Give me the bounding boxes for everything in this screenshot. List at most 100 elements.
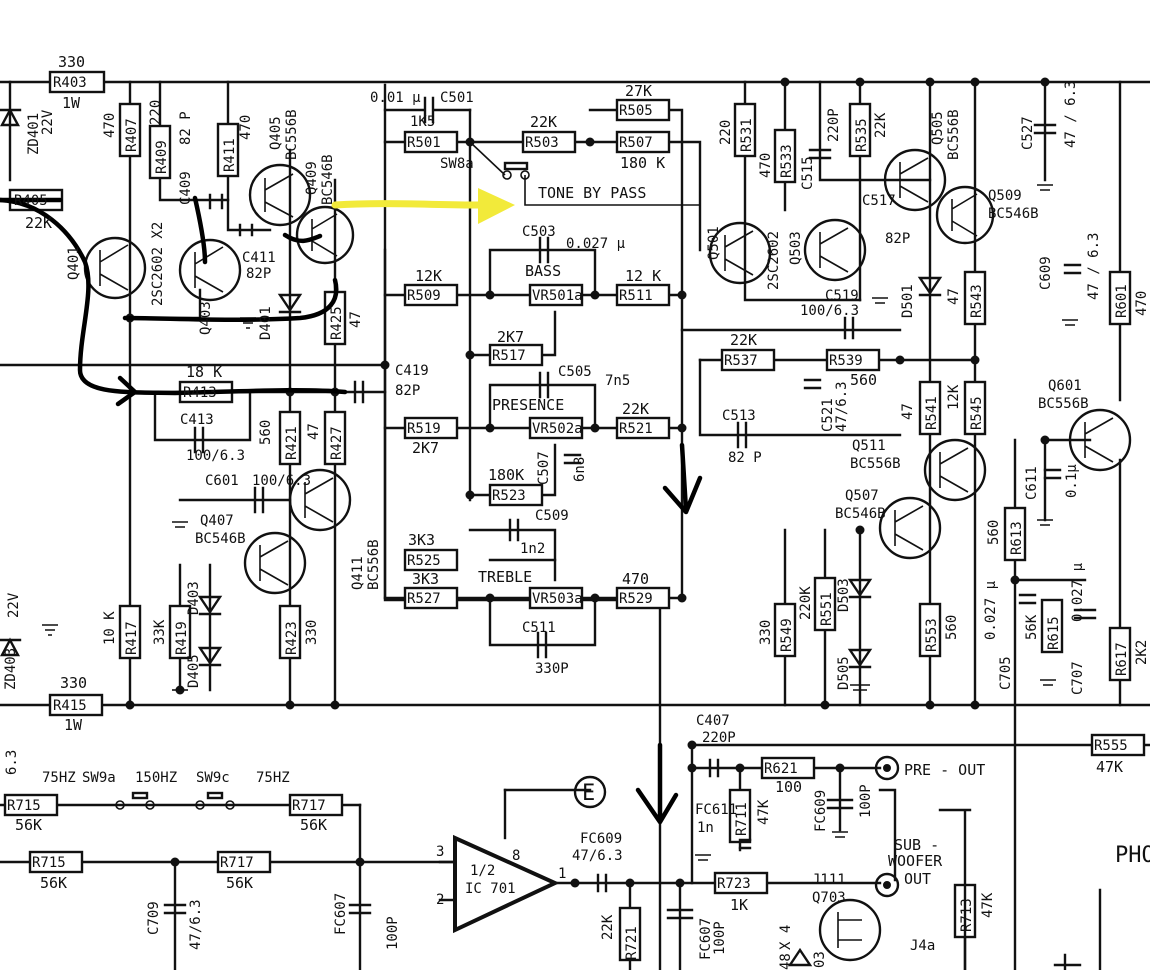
r517-value: 2K7 xyxy=(412,439,439,457)
c509-value: 1n2 xyxy=(520,541,545,557)
c413-value: 82P xyxy=(395,383,420,399)
tone-bypass-label: TONE BY PASS xyxy=(538,184,646,202)
r601-value: 470 xyxy=(1134,291,1150,316)
r413-value: 18 K xyxy=(186,363,222,381)
r529-ref: R531 xyxy=(739,118,755,152)
r507-value: 180 K xyxy=(620,154,665,172)
ic701-opamp xyxy=(453,834,560,934)
r505-value: 27K xyxy=(625,82,652,100)
c523-value: 47 / 6.3 xyxy=(1063,81,1079,148)
r521-ref: R523 xyxy=(492,488,526,504)
c709-value: 47/6.3 xyxy=(572,848,623,864)
r543-value: 12K xyxy=(946,384,962,410)
q601-ref: Q601 xyxy=(1048,378,1082,394)
c521-ref: C521 xyxy=(820,398,836,432)
yellow-highlight-arrow xyxy=(331,188,515,224)
f75b-label: 75HZ xyxy=(256,770,290,786)
r551-ref: R555 xyxy=(1094,738,1128,754)
fc611-value: 1n xyxy=(697,820,714,836)
c511-value: 330P xyxy=(535,661,569,677)
r541-ref: R543 xyxy=(969,284,985,318)
r523-ref: R525 xyxy=(407,553,441,569)
q507-type: BC546B xyxy=(835,506,886,522)
q505-type: BC556B xyxy=(946,109,962,160)
r539-ref: R541 xyxy=(924,396,940,430)
zd403-value: 22V xyxy=(6,592,22,618)
r427-ref: R427 xyxy=(329,426,345,460)
c601-value: 47 / 6.3 xyxy=(1086,233,1102,300)
r411-value: 470 xyxy=(238,115,254,140)
q409-type: BC546B xyxy=(320,154,336,205)
r537-ref: R539 xyxy=(829,353,863,369)
fc607-ref: FC607 xyxy=(698,918,714,960)
r417-value: 10 K xyxy=(102,611,118,645)
r531-ref: R533 xyxy=(779,144,795,178)
vr501a-ref: VR501a xyxy=(532,288,583,304)
q511-ref: Q511 xyxy=(852,438,886,454)
j111-label: J111 xyxy=(812,872,846,888)
c515-value: 220P xyxy=(826,108,842,142)
r549-ref: R553 xyxy=(924,618,940,652)
c707-ref: FC607 xyxy=(333,893,349,935)
r501-value: 1K5 xyxy=(410,114,435,130)
c519-ref: C519 xyxy=(825,288,859,304)
r509-value: 12K xyxy=(415,267,442,285)
r535-value: 22K xyxy=(730,331,757,349)
ic701-pin2: 2 xyxy=(436,892,444,908)
c611-ref: C707 xyxy=(1070,661,1086,695)
r539-value: 47 xyxy=(900,403,916,420)
r535-ref: R537 xyxy=(724,353,758,369)
r415-value: 330 xyxy=(60,674,87,692)
switch-symbols xyxy=(57,141,700,810)
r427-value: 47 xyxy=(306,423,322,440)
pho-label: PHO xyxy=(1115,843,1150,868)
c501-ref: C501 xyxy=(440,90,474,106)
r613-value: 560 xyxy=(986,520,1002,545)
c609-ref: C705 xyxy=(998,656,1014,690)
r505-ref: R505 xyxy=(619,103,653,119)
q511-type: BC556B xyxy=(850,456,901,472)
component-labels: 330 R403 1W ZD401 22V R407 470 220 R409 … xyxy=(3,53,1150,970)
r509-ref: R509 xyxy=(407,288,441,304)
r423-ref: R423 xyxy=(284,621,300,655)
r601-ref: R601 xyxy=(1114,284,1130,318)
q503-ref: Q503 xyxy=(788,231,804,265)
r555-value: 47K xyxy=(756,799,772,825)
r521-value: 180K xyxy=(488,466,524,484)
r533-ref: R535 xyxy=(854,118,870,152)
d505-ref: D505 xyxy=(836,656,852,690)
r507-ref: R507 xyxy=(619,135,653,151)
c413-ref: C419 xyxy=(395,363,429,379)
f150-label: 150HZ xyxy=(135,770,177,786)
c511-ref: C511 xyxy=(522,620,556,636)
c517-value: 82P xyxy=(885,231,910,247)
r403-watt: 1W xyxy=(62,94,81,112)
r553-value: 100 xyxy=(775,778,802,796)
r615-ref: R615 xyxy=(1046,616,1062,650)
r501-ref: R501 xyxy=(407,135,441,151)
c709-ref: FC609 xyxy=(580,831,622,847)
sw8a-label: SW8a xyxy=(440,156,474,172)
r411-ref: R411 xyxy=(222,138,238,172)
r533-value: 22K xyxy=(873,112,889,138)
sub-label-2: WOOFER xyxy=(888,852,943,870)
c523-ref: C527 xyxy=(1020,116,1036,150)
r419-ref: R419 xyxy=(174,621,190,655)
j4a-label: J4a xyxy=(910,938,935,954)
c409-value: 82P xyxy=(246,266,271,282)
q407-type: BC546B xyxy=(195,531,246,547)
q703-ref: Q703 xyxy=(812,890,846,906)
r529-value: 220 xyxy=(718,120,734,145)
c503-value: 0.027 µ xyxy=(566,236,626,252)
c601-ref: C609 xyxy=(1038,256,1054,290)
f75a-label: 75HZ xyxy=(42,770,76,786)
r543-ref: R545 xyxy=(969,396,985,430)
r723-value: 1K xyxy=(730,896,748,914)
c519-value: 100/6.3 xyxy=(800,303,859,319)
zd401-ref: ZD401 xyxy=(26,113,42,155)
r405-value: 22K xyxy=(25,214,52,232)
vr502a-ref: VR502a xyxy=(532,421,583,437)
r617-value: 2K2 xyxy=(1134,640,1150,665)
q501-type: 2SC2602 xyxy=(766,231,782,290)
c507-value: 6n8 xyxy=(572,457,588,482)
